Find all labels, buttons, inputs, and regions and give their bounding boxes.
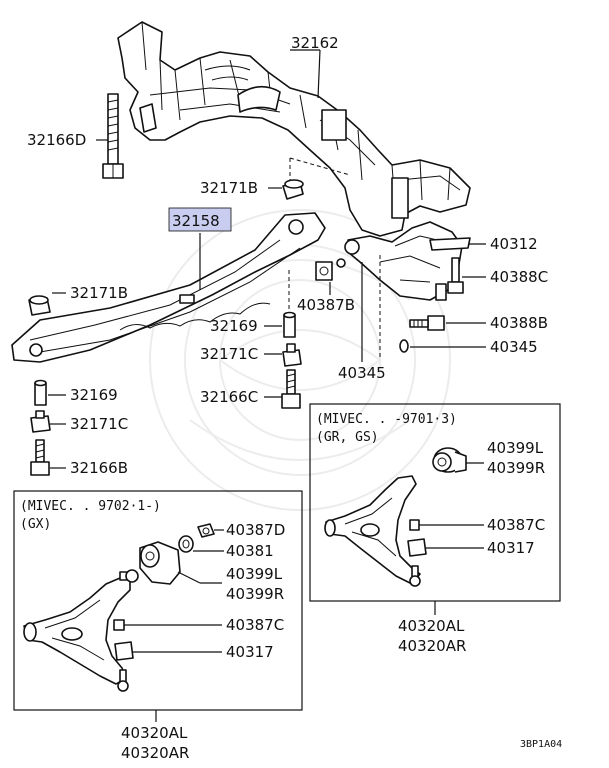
label-32166B[interactable]: 32166B <box>70 459 128 477</box>
leader-lines <box>48 49 486 469</box>
box-right-title-2: (GR, GS) <box>316 430 379 445</box>
washer-40345[interactable] <box>399 339 409 353</box>
bushing-40399-right[interactable] <box>432 447 467 473</box>
label-box-left-40320AL[interactable]: 40320AL <box>121 724 188 742</box>
part-labels: 32162 32166D 32171B 32158 40312 40388C 3… <box>27 34 548 477</box>
label-32162[interactable]: 32162 <box>291 34 339 52</box>
label-box-left-40399L[interactable]: 40399L <box>226 565 283 583</box>
label-32171C-mid[interactable]: 32171C <box>200 345 258 363</box>
collar-32169-left[interactable] <box>34 379 47 406</box>
label-box-right-40320AR[interactable]: 40320AR <box>398 637 466 655</box>
bolt-40388B[interactable] <box>409 315 445 331</box>
label-32171B-left[interactable]: 32171B <box>70 284 128 302</box>
label-box-right-40317[interactable]: 40317 <box>487 539 535 557</box>
label-32171C-left[interactable]: 32171C <box>70 415 128 433</box>
label-40312[interactable]: 40312 <box>490 235 538 253</box>
bolt-40388C[interactable] <box>447 257 464 294</box>
label-40388B[interactable]: 40388B <box>490 314 548 332</box>
highlight-32158 <box>168 207 232 232</box>
bolt-32166B[interactable] <box>30 439 50 476</box>
bushing-32171C-left[interactable] <box>30 410 51 433</box>
crossmember-32162[interactable] <box>117 21 471 237</box>
label-box-right-40399R[interactable]: 40399R <box>487 459 545 477</box>
brace-32158[interactable] <box>11 212 326 363</box>
washer-40381[interactable] <box>178 535 194 553</box>
nut-40387B[interactable] <box>315 258 346 281</box>
bushing-32171C-mid[interactable] <box>282 343 302 367</box>
bushing-32171B-left[interactable] <box>28 295 51 316</box>
label-box-left-40317[interactable]: 40317 <box>226 643 274 661</box>
label-32158[interactable]: 32158 <box>172 212 220 230</box>
bushing-40399-left[interactable] <box>139 541 181 585</box>
label-40345-bottom[interactable]: 40345 <box>338 364 386 382</box>
box-left-title-2: (GX) <box>20 517 51 532</box>
bushing-32171B-top[interactable] <box>282 179 304 200</box>
bolt-32166C[interactable] <box>281 369 301 409</box>
label-40387B[interactable]: 40387B <box>297 296 355 314</box>
lower-arm-main[interactable] <box>344 221 471 301</box>
lower-arm-right[interactable] <box>324 475 427 587</box>
label-box-right-40320AL[interactable]: 40320AL <box>398 617 465 635</box>
label-box-right-40399L[interactable]: 40399L <box>487 439 544 457</box>
lower-arm-left[interactable] <box>23 569 139 692</box>
label-box-left-40381[interactable]: 40381 <box>226 542 274 560</box>
bolt-32166D[interactable] <box>102 93 124 179</box>
label-box-left-40387C[interactable]: 40387C <box>226 616 284 634</box>
label-32166C[interactable]: 32166C <box>200 388 258 406</box>
label-32169-left[interactable]: 32169 <box>70 386 118 404</box>
label-40345-right[interactable]: 40345 <box>490 338 538 356</box>
label-40388C[interactable]: 40388C <box>490 268 548 286</box>
box-right-title-1: (MIVEC. . -9701·3) <box>316 412 457 427</box>
label-box-left-40320AR[interactable]: 40320AR <box>121 744 189 762</box>
label-box-left-40387D[interactable]: 40387D <box>226 521 285 539</box>
diagram-code: 3BP1A04 <box>520 739 562 750</box>
label-32169-mid[interactable]: 32169 <box>210 317 258 335</box>
box-left-title-1: (MIVEC. . 9702·1-) <box>20 499 161 514</box>
label-box-right-40387C[interactable]: 40387C <box>487 516 545 534</box>
label-32171B-top[interactable]: 32171B <box>200 179 258 197</box>
variant-box-right: (MIVEC. . -9701·3) (GR, GS) 40399L 40399… <box>309 403 561 655</box>
label-32166D[interactable]: 32166D <box>27 131 86 149</box>
variant-box-left: (MIVEC. . 9702·1-) (GX) <box>13 490 303 762</box>
label-box-left-40399R[interactable]: 40399R <box>226 585 284 603</box>
nut-40387D[interactable] <box>197 523 215 538</box>
collar-32169-mid[interactable] <box>283 311 296 338</box>
